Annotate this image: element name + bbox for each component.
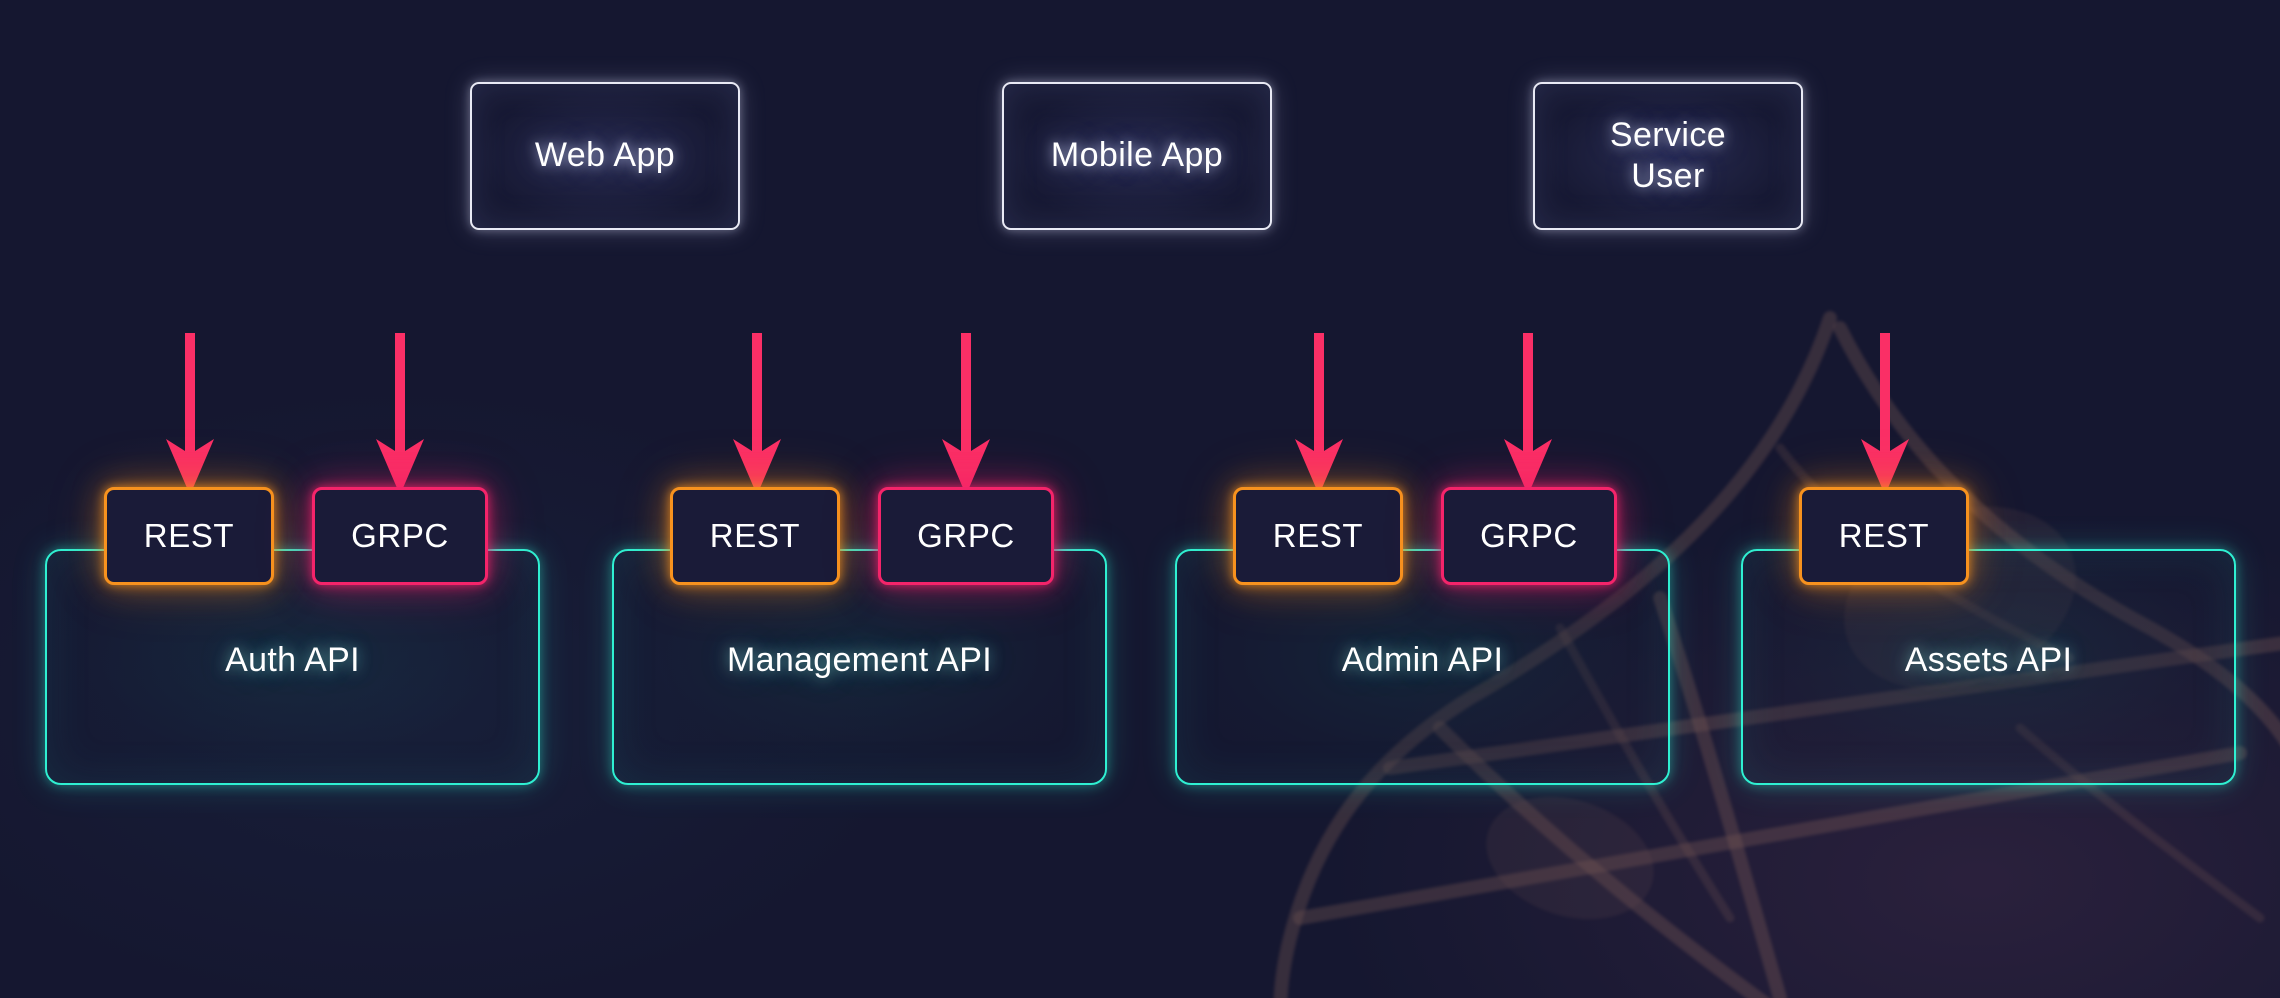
protocol-box-management-grpc[interactable]: GRPC	[878, 487, 1054, 585]
protocol-label-admin-grpc: GRPC	[1480, 517, 1578, 554]
api-container-management[interactable]: Management API	[612, 549, 1107, 785]
client-label-web-app: Web App	[534, 136, 676, 175]
api-container-assets[interactable]: Assets API	[1741, 549, 2236, 785]
client-label-mobile-app: Mobile App	[1050, 136, 1224, 175]
protocol-box-auth-grpc[interactable]: GRPC	[312, 487, 488, 585]
api-label-auth: Auth API	[225, 641, 360, 679]
arrow-mobile-app-to-management-grpc	[942, 333, 990, 495]
protocol-box-admin-grpc[interactable]: GRPC	[1441, 487, 1617, 585]
protocol-box-auth-rest[interactable]: REST	[104, 487, 274, 585]
api-container-admin[interactable]: Admin API	[1175, 549, 1670, 785]
protocol-label-auth-rest: REST	[143, 517, 235, 554]
protocol-label-management-grpc: GRPC	[917, 517, 1015, 554]
client-box-mobile-app[interactable]: Mobile App	[1002, 82, 1272, 230]
client-label-service-user-line2: User	[1631, 157, 1705, 195]
protocol-box-management-rest[interactable]: REST	[670, 487, 840, 585]
api-container-auth[interactable]: Auth API	[45, 549, 540, 785]
client-box-web-app[interactable]: Web App	[470, 82, 740, 230]
protocol-label-assets-rest: REST	[1838, 517, 1930, 554]
arrow-web-app-to-auth-rest	[166, 333, 214, 495]
arrow-mobile-app-to-management-rest	[733, 333, 781, 495]
protocol-box-assets-rest[interactable]: REST	[1799, 487, 1969, 585]
arrow-web-app-to-auth-grpc	[376, 333, 424, 495]
arrow-to-admin-grpc	[1504, 333, 1552, 495]
protocol-box-admin-rest[interactable]: REST	[1233, 487, 1403, 585]
arrow-service-user-to-assets-rest	[1861, 333, 1909, 495]
api-label-admin: Admin API	[1341, 641, 1504, 679]
client-label-service-user-line1: Service	[1609, 115, 1727, 154]
client-label-service-user: Service User	[1610, 115, 1726, 198]
arrow-to-admin-rest	[1295, 333, 1343, 495]
protocol-label-admin-rest: REST	[1272, 517, 1364, 554]
api-label-management: Management API	[726, 641, 993, 679]
api-label-assets: Assets API	[1904, 641, 2073, 679]
client-box-service-user[interactable]: Service User	[1533, 82, 1803, 230]
protocol-label-management-rest: REST	[709, 517, 801, 554]
protocol-label-auth-grpc: GRPC	[351, 517, 449, 554]
